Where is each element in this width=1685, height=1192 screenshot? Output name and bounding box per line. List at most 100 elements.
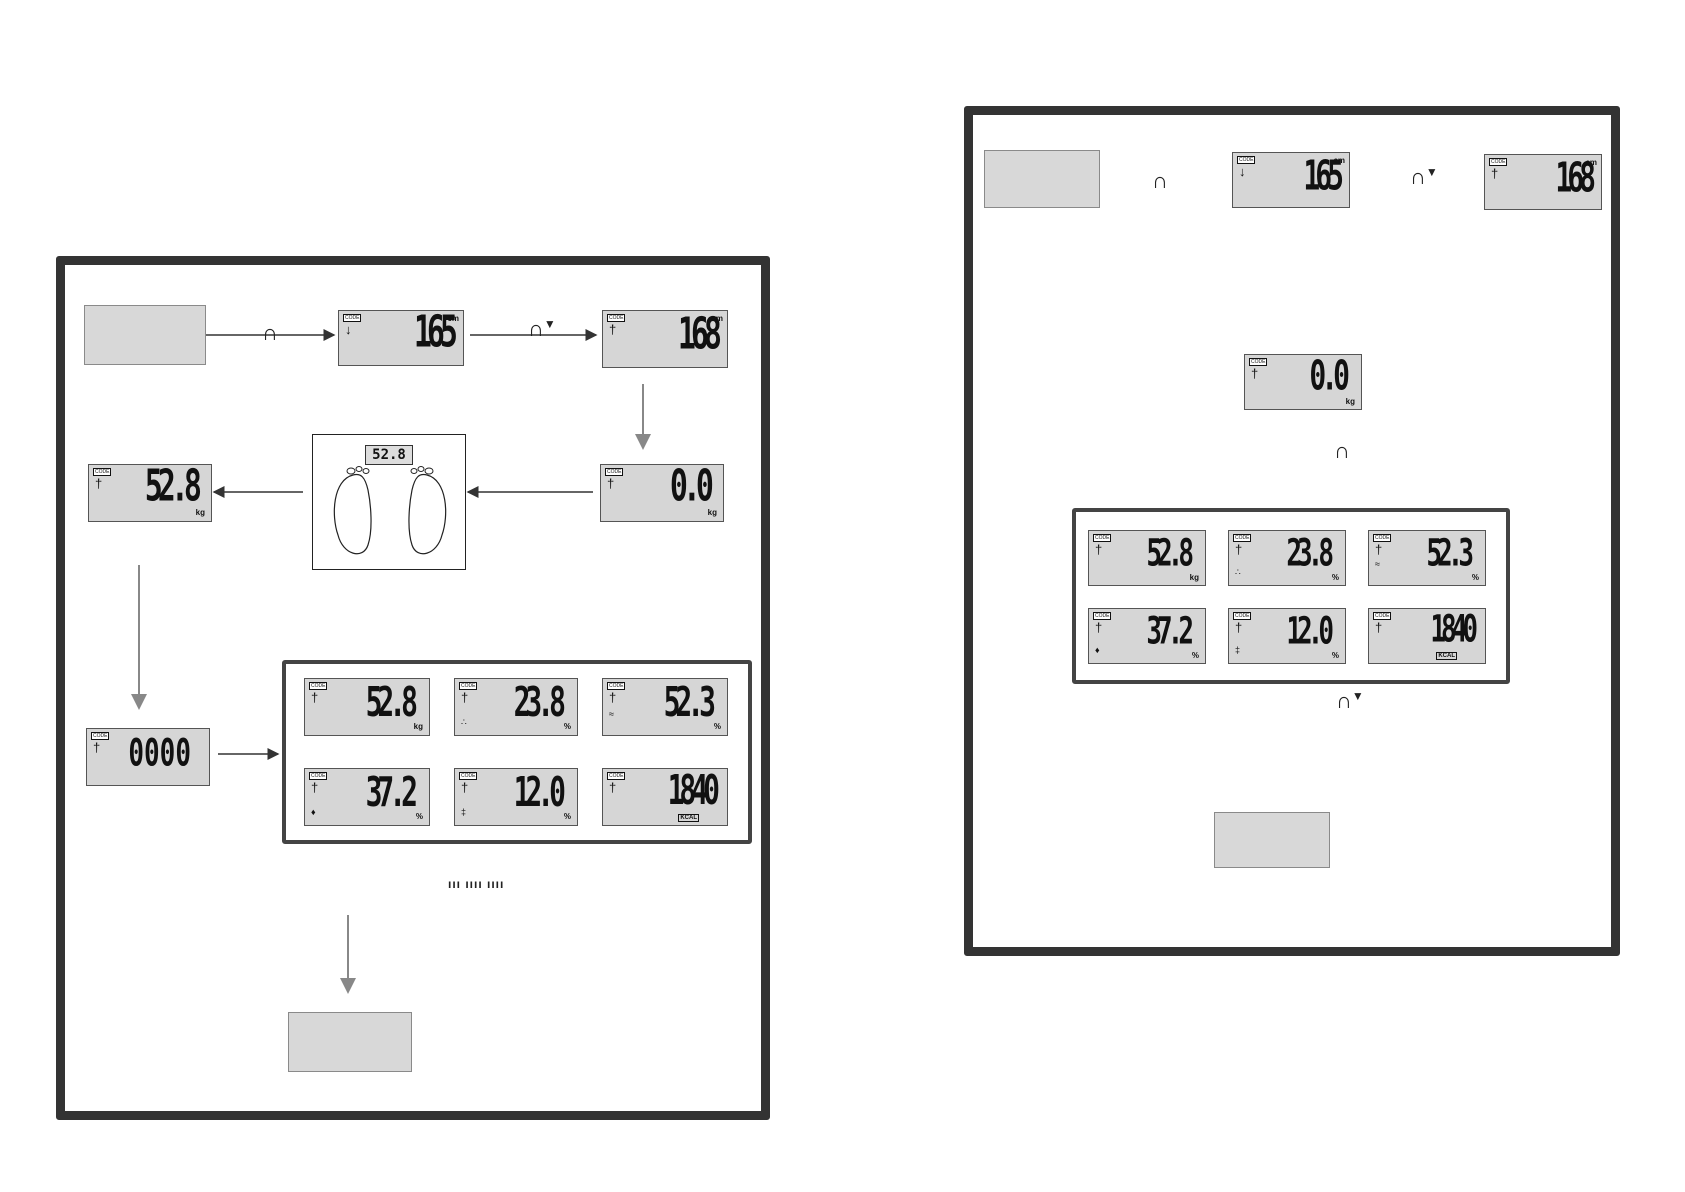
code-label: CODE	[605, 468, 624, 476]
code-label: CODE	[607, 314, 626, 322]
result-water: CODE † ≈ 52.3 %	[1368, 530, 1486, 586]
height-value: 168	[677, 309, 722, 360]
height-unit: cm	[711, 314, 723, 323]
finger-press-icon: ∩	[262, 320, 278, 345]
left-lcd-code-0000: CODE † 0000	[86, 728, 210, 786]
person-icon: †	[461, 780, 469, 795]
result-unit: %	[1331, 573, 1339, 582]
result-water: CODE † ≈ 52.3 %	[602, 678, 728, 736]
left-lcd-weight-flashing: CODE † 52.8 kg	[88, 464, 212, 522]
muscle-icon: ♦	[1095, 645, 1100, 655]
result-calories: CODE † 1840 KCAL	[1368, 608, 1486, 664]
person-icon: †	[609, 322, 617, 337]
code-label: CODE	[91, 732, 110, 740]
weight-unit: kg	[1345, 397, 1355, 406]
left-end-blank-display	[288, 1012, 412, 1072]
result-value: 52.8	[1146, 532, 1194, 576]
person-icon: †	[1095, 542, 1103, 557]
result-weight: CODE † 52.8 kg	[1088, 530, 1206, 586]
weight-unit: kg	[195, 508, 205, 517]
code-value: 0000	[128, 732, 191, 776]
code-label: CODE	[607, 682, 626, 690]
result-value: 1840	[667, 766, 720, 814]
person-icon: †	[1251, 366, 1259, 381]
result-unit: %	[1331, 651, 1339, 660]
bone-icon: ‡	[461, 807, 467, 817]
result-bone: CODE † ‡ 12.0 %	[454, 768, 578, 826]
finger-press-down-icon: ∩▼	[1410, 164, 1438, 189]
height-unit: cm	[447, 314, 459, 323]
person-icon: †	[1375, 620, 1383, 635]
result-muscle: CODE † ♦ 37.2 %	[304, 768, 430, 826]
code-label: CODE	[309, 772, 328, 780]
water-drop-icon: ≈	[1375, 559, 1380, 569]
zero-value: 0.0	[1309, 352, 1350, 400]
finger-press-icon: ∩	[1152, 168, 1168, 193]
person-icon: †	[1235, 542, 1243, 557]
code-label: CODE	[1373, 534, 1392, 542]
finger-press-icon: ∩	[1334, 438, 1350, 463]
result-value: 37.2	[365, 768, 418, 816]
zero-value: 0.0	[669, 461, 714, 512]
left-start-blank-display	[84, 305, 206, 365]
code-label: CODE	[309, 682, 328, 690]
muscle-icon: ♦	[311, 807, 316, 817]
person-icon: ↓	[1239, 164, 1246, 179]
code-label: CODE	[1093, 612, 1112, 620]
code-label: CODE	[1373, 612, 1392, 620]
fat-dots-icon: ∴	[461, 717, 467, 727]
code-label: CODE	[93, 468, 112, 476]
result-unit: kg	[413, 722, 423, 731]
height-unit: cm	[1585, 158, 1597, 167]
height-unit: cm	[1333, 156, 1345, 165]
result-weight: CODE † 52.8 kg	[304, 678, 430, 736]
finger-press-down-icon: ∩▼	[528, 316, 556, 341]
left-lcd-height-168: CODE † 168 cm	[602, 310, 728, 368]
result-unit: %	[713, 722, 721, 731]
water-drop-icon: ≈	[609, 709, 614, 719]
person-icon: †	[1095, 620, 1103, 635]
result-unit: %	[563, 812, 571, 821]
left-lcd-height-165: CODE ↓ 165 cm	[338, 310, 464, 366]
result-unit: KCAL	[1436, 652, 1457, 660]
code-label: CODE	[459, 682, 478, 690]
person-icon: †	[1375, 542, 1383, 557]
code-label: CODE	[607, 772, 626, 780]
height-value: 165	[1303, 152, 1344, 200]
code-label: CODE	[1237, 156, 1256, 164]
foot-icon	[333, 466, 447, 555]
result-value: 52.3	[1426, 532, 1474, 576]
right-start-blank-display	[984, 150, 1100, 208]
finger-press-down-icon: ∩▼	[1336, 688, 1364, 713]
person-icon: ↓	[345, 322, 352, 337]
result-body-fat: CODE † ∴ 23.8 %	[1228, 530, 1346, 586]
bone-icon: ‡	[1235, 645, 1241, 655]
person-icon: †	[609, 780, 617, 795]
person-icon: †	[609, 690, 617, 705]
result-value: 12.0	[513, 768, 566, 816]
height-value: 168	[1555, 154, 1596, 202]
left-results-group: CODE † 52.8 kg CODE † ∴ 23.8 % CODE † ≈ …	[282, 660, 752, 844]
result-muscle: CODE † ♦ 37.2 %	[1088, 608, 1206, 664]
right-lcd-height-165: CODE ↓ 165 cm	[1232, 152, 1350, 208]
result-value: 37.2	[1146, 610, 1194, 654]
right-end-blank-display	[1214, 812, 1330, 868]
right-lcd-height-168: CODE † 168 cm	[1484, 154, 1602, 210]
result-unit: KCAL	[678, 814, 699, 822]
result-unit: %	[563, 722, 571, 731]
result-unit: %	[1471, 573, 1479, 582]
left-lcd-zero: CODE † 0.0 kg	[600, 464, 724, 522]
person-icon: †	[1491, 166, 1499, 181]
weight-value: 52.8	[144, 461, 202, 512]
code-label: CODE	[1233, 612, 1252, 620]
code-label: CODE	[1249, 358, 1268, 366]
result-value: 23.8	[513, 678, 566, 726]
result-value: 23.8	[1286, 532, 1334, 576]
fat-bar-legend: ııı ıııı ıııı	[448, 877, 505, 891]
code-label: CODE	[1233, 534, 1252, 542]
person-icon: †	[95, 476, 103, 491]
person-icon: †	[1235, 620, 1243, 635]
result-bone: CODE † ‡ 12.0 %	[1228, 608, 1346, 664]
result-body-fat: CODE † ∴ 23.8 %	[454, 678, 578, 736]
result-value: 12.0	[1286, 610, 1334, 654]
